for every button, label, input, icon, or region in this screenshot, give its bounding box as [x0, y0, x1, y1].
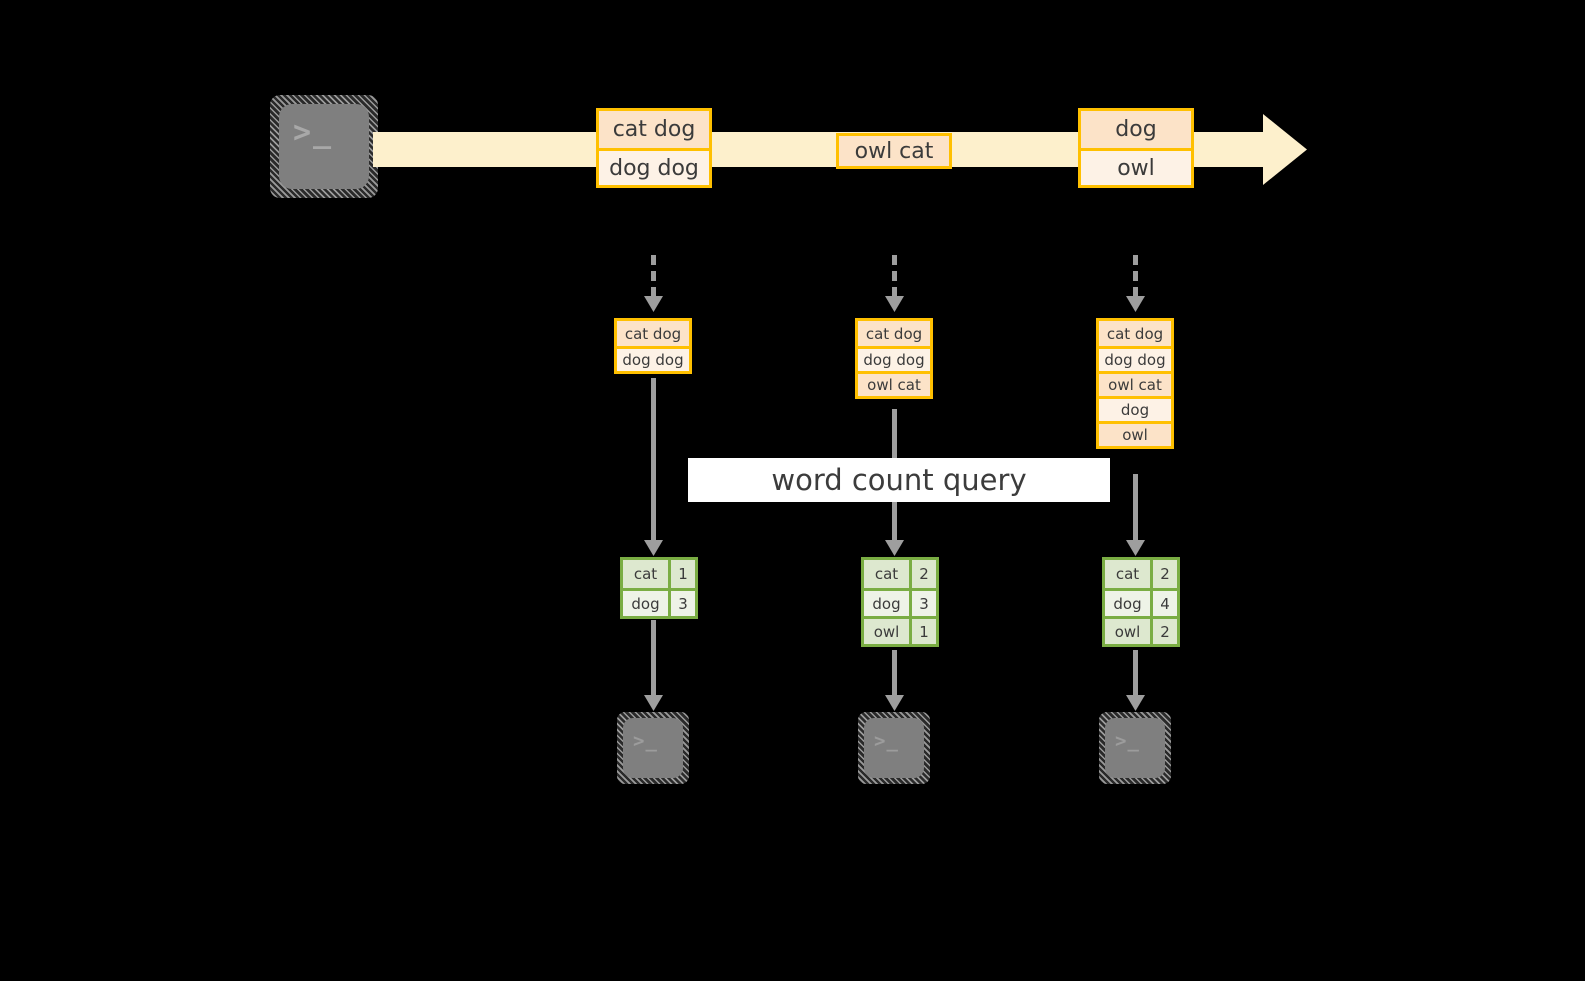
terminal-screen: >_ — [623, 718, 683, 778]
snapshot-input-3: cat dog dog dog owl cat dog owl — [1096, 318, 1174, 449]
terminal-prompt-glyph: >_ — [874, 730, 899, 752]
snapshot-input-line: cat dog — [858, 321, 930, 346]
terminal-screen: >_ — [1105, 718, 1165, 778]
snapshot-input-line: dog dog — [617, 346, 689, 371]
terminal-screen: >_ — [279, 104, 369, 189]
result-count: 2 — [909, 560, 936, 588]
result-count: 4 — [1150, 591, 1177, 616]
producer-terminal-icon: >_ — [270, 95, 378, 198]
consumer-terminal-icon-2: >_ — [858, 712, 930, 784]
stream-record-1: cat dog dog dog — [596, 108, 712, 188]
table-row: dog 3 — [864, 588, 936, 616]
stream-record-line: cat dog — [599, 111, 709, 148]
table-row: cat 1 — [623, 560, 695, 588]
sink-arrowhead-icon-1 — [644, 695, 663, 711]
query-label: word count query — [688, 458, 1110, 502]
result-table-1: cat 1 dog 3 — [620, 557, 698, 619]
snapshot-input-line: owl cat — [858, 371, 930, 396]
query-arrowhead-icon-2 — [885, 540, 904, 556]
table-row: dog 4 — [1105, 588, 1177, 616]
table-row: owl 1 — [864, 616, 936, 644]
snapshot-input-2: cat dog dog dog owl cat — [855, 318, 933, 399]
terminal-screen: >_ — [864, 718, 924, 778]
query-connector-1 — [651, 378, 656, 542]
result-word: owl — [864, 619, 909, 644]
result-count: 1 — [668, 560, 695, 588]
stream-arrow-head-icon — [1263, 114, 1307, 185]
snapshot-input-line: dog dog — [858, 346, 930, 371]
terminal-prompt-glyph: >_ — [1115, 730, 1140, 752]
sink-connector-3 — [1133, 650, 1138, 698]
snapshot-input-line: cat dog — [617, 321, 689, 346]
result-count: 2 — [1150, 560, 1177, 588]
stream-record-2: owl cat — [836, 133, 952, 169]
terminal-prompt-glyph: >_ — [633, 730, 658, 752]
table-row: cat 2 — [1105, 560, 1177, 588]
query-arrowhead-icon-1 — [644, 540, 663, 556]
sink-connector-1 — [651, 620, 656, 698]
result-table-2: cat 2 dog 3 owl 1 — [861, 557, 939, 647]
consumer-terminal-icon-3: >_ — [1099, 712, 1171, 784]
snapshot-input-line: dog dog — [1099, 346, 1171, 371]
tap-connector-3 — [1133, 255, 1138, 297]
snapshot-input-1: cat dog dog dog — [614, 318, 692, 374]
snapshot-input-line: dog — [1099, 396, 1171, 421]
consumer-terminal-icon-1: >_ — [617, 712, 689, 784]
result-word: dog — [623, 591, 668, 616]
snapshot-input-line: cat dog — [1099, 321, 1171, 346]
sink-arrowhead-icon-3 — [1126, 695, 1145, 711]
query-arrowhead-icon-3 — [1126, 540, 1145, 556]
result-count: 3 — [668, 591, 695, 616]
table-row: cat 2 — [864, 560, 936, 588]
result-word: owl — [1105, 619, 1150, 644]
table-row: dog 3 — [623, 588, 695, 616]
result-word: cat — [1105, 560, 1150, 588]
stream-record-line: dog dog — [599, 148, 709, 185]
snapshot-input-line: owl — [1099, 421, 1171, 446]
sink-connector-2 — [892, 650, 897, 698]
result-word: dog — [1105, 591, 1150, 616]
result-word: cat — [623, 560, 668, 588]
tap-arrowhead-icon-1 — [644, 296, 663, 312]
result-table-3: cat 2 dog 4 owl 2 — [1102, 557, 1180, 647]
tap-connector-1 — [651, 255, 656, 297]
result-word: dog — [864, 591, 909, 616]
tap-arrowhead-icon-2 — [885, 296, 904, 312]
terminal-prompt-glyph: >_ — [293, 115, 334, 150]
result-word: cat — [864, 560, 909, 588]
table-row: owl 2 — [1105, 616, 1177, 644]
query-label-text: word count query — [771, 463, 1027, 497]
snapshot-input-line: owl cat — [1099, 371, 1171, 396]
tap-connector-2 — [892, 255, 897, 297]
stream-record-3: dog owl — [1078, 108, 1194, 188]
result-count: 2 — [1150, 619, 1177, 644]
tap-arrowhead-icon-3 — [1126, 296, 1145, 312]
query-connector-3 — [1133, 474, 1138, 542]
stream-record-line: owl cat — [839, 136, 949, 166]
stream-record-line: owl — [1081, 148, 1191, 185]
sink-arrowhead-icon-2 — [885, 695, 904, 711]
stream-record-line: dog — [1081, 111, 1191, 148]
result-count: 1 — [909, 619, 936, 644]
result-count: 3 — [909, 591, 936, 616]
